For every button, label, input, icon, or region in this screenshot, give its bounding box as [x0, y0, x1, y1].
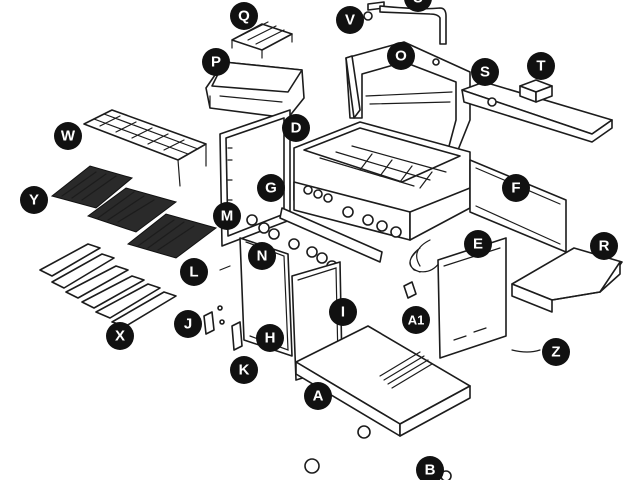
part-w-cooking-grid [83, 109, 207, 187]
svg-text:O: O [395, 48, 407, 65]
svg-text:G: G [265, 180, 277, 197]
label-g: G [257, 174, 285, 202]
label-o: O [387, 42, 415, 70]
part-x-flame-tamers [39, 243, 177, 327]
part-j-bracket [203, 305, 243, 351]
part-t-small-box [519, 79, 553, 103]
label-f: F [502, 174, 530, 202]
label-s: S [471, 58, 499, 86]
part-g-manifold [279, 207, 383, 263]
svg-text:E: E [473, 236, 483, 253]
svg-text:Q: Q [238, 8, 250, 25]
gas-hose-coil [409, 239, 441, 273]
label-y: Y [20, 186, 48, 214]
svg-text:T: T [536, 58, 545, 75]
label-u: U [404, 0, 432, 12]
svg-text:U: U [413, 0, 424, 7]
part-n-control-knobs [246, 214, 338, 272]
part-a-cart-base [295, 325, 471, 439]
label-n: N [248, 242, 276, 270]
part-s-side-shelf-trim [461, 81, 613, 143]
svg-text:M: M [221, 208, 234, 225]
svg-text:A: A [313, 388, 324, 405]
label-k: K [230, 356, 258, 384]
svg-text:B: B [425, 462, 436, 479]
svg-text:D: D [291, 120, 302, 137]
label-q: Q [230, 2, 258, 30]
label-v: V [336, 6, 364, 34]
svg-text:Y: Y [29, 192, 39, 209]
part-y-cooking-grates [50, 165, 218, 259]
svg-text:P: P [211, 54, 221, 71]
svg-text:I: I [341, 304, 345, 321]
label-e: E [464, 230, 492, 258]
svg-text:A1: A1 [408, 313, 425, 328]
label-z: Z [542, 338, 570, 366]
svg-text:H: H [265, 330, 276, 347]
part-p-side-burner [205, 61, 305, 119]
svg-text:J: J [184, 316, 192, 333]
svg-text:K: K [239, 362, 250, 379]
svg-text:N: N [257, 248, 268, 265]
label-d: D [282, 114, 310, 142]
svg-text:Z: Z [551, 344, 560, 361]
main-firebox [293, 121, 471, 241]
label-t: T [527, 52, 555, 80]
label-i: I [329, 298, 357, 326]
part-a1-regulator [403, 281, 417, 299]
part-z-hose [511, 349, 541, 353]
label-x: X [106, 322, 134, 350]
part-labels: Q V U O P S T W D G F Y M E R N L A1 J I… [20, 0, 618, 480]
label-h: H [256, 324, 284, 352]
label-r: R [590, 232, 618, 260]
svg-text:F: F [511, 180, 520, 197]
label-a: A [304, 382, 332, 410]
label-m: M [213, 202, 241, 230]
part-u-handle [367, 1, 447, 45]
label-p: P [202, 48, 230, 76]
svg-text:X: X [115, 328, 125, 345]
label-b: B [416, 456, 444, 480]
svg-text:L: L [189, 264, 198, 281]
svg-text:W: W [61, 128, 76, 145]
label-j: J [174, 310, 202, 338]
svg-text:R: R [599, 238, 610, 255]
svg-text:S: S [480, 64, 490, 81]
label-a1: A1 [402, 306, 430, 334]
svg-text:V: V [345, 12, 355, 29]
part-v-knob [363, 11, 373, 21]
part-r-side-shelf [511, 247, 623, 313]
part-q-warming-grate [231, 21, 293, 59]
part-l-screw [219, 265, 231, 271]
part-o-main-hood [345, 41, 471, 151]
label-l: L [180, 258, 208, 286]
label-w: W [54, 122, 82, 150]
